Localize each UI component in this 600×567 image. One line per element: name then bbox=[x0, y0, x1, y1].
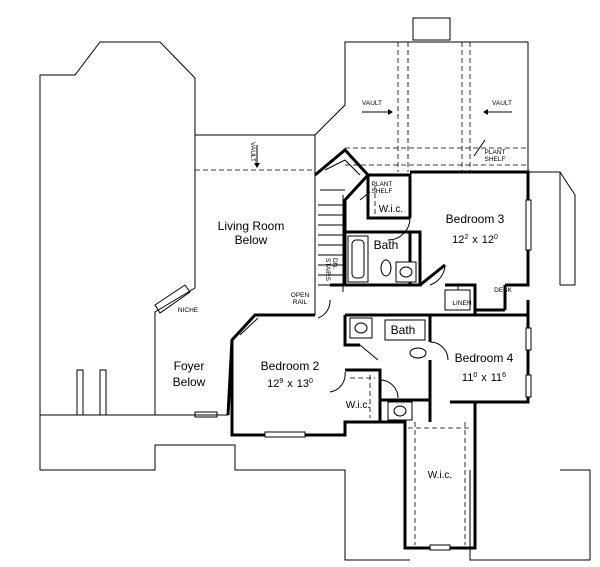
plant-shelf-right-label-1: PLANT bbox=[485, 149, 506, 156]
lower-level-outline bbox=[39, 41, 591, 561]
foyer-below-label: Below bbox=[173, 375, 206, 389]
stairs bbox=[314, 147, 371, 292]
open-rail-label-1: OPEN bbox=[291, 292, 310, 299]
wic-lower-label: W.i.c. bbox=[428, 470, 452, 481]
living-room-below-label: Below bbox=[235, 233, 268, 247]
vault-right-label: VAULT bbox=[492, 100, 512, 107]
bedroom2-label: Bedroom 2 bbox=[261, 359, 320, 373]
labels: Living Room Below Foyer Below Bedroom 2 … bbox=[173, 100, 514, 481]
vaulted-area-outline bbox=[314, 17, 576, 286]
vault-arrows bbox=[254, 109, 512, 201]
wic-middle-label: W.i.c. bbox=[346, 400, 370, 411]
vault-living-label: VAULT bbox=[249, 142, 256, 162]
windows bbox=[264, 199, 532, 551]
bedroom4-label: Bedroom 4 bbox=[455, 351, 514, 365]
door-swings bbox=[239, 217, 459, 399]
bedroom3-label: Bedroom 3 bbox=[446, 212, 505, 226]
open-to-below-outline bbox=[154, 134, 316, 418]
stairs-label-1: STAIRS bbox=[324, 258, 331, 282]
bath-upper-label: Bath bbox=[374, 238, 399, 252]
open-rail-label-2: RAIL bbox=[293, 299, 308, 306]
bath-lower-label: Bath bbox=[391, 323, 416, 337]
upper-floor-walls bbox=[226, 170, 530, 550]
stairs-label-2: DN. bbox=[331, 258, 338, 269]
living-room-label: Living Room bbox=[218, 219, 285, 233]
foyer-label: Foyer bbox=[174, 359, 205, 373]
wic-upper-label: W.i.c. bbox=[379, 204, 403, 215]
vault-left-label: VAULT bbox=[362, 100, 382, 107]
plant-shelf-upper-label-2: SHELF bbox=[372, 188, 393, 195]
closet-shelves bbox=[350, 185, 472, 545]
linen-label: LINEN bbox=[452, 300, 471, 307]
bath-fixtures bbox=[347, 235, 471, 421]
plant-shelf-right-label-2: SHELF bbox=[485, 156, 506, 163]
niche-label: NICHE bbox=[178, 307, 199, 314]
desk-label: DESK bbox=[494, 287, 512, 294]
plant-shelf-upper-label-1: PLANT bbox=[372, 181, 393, 188]
